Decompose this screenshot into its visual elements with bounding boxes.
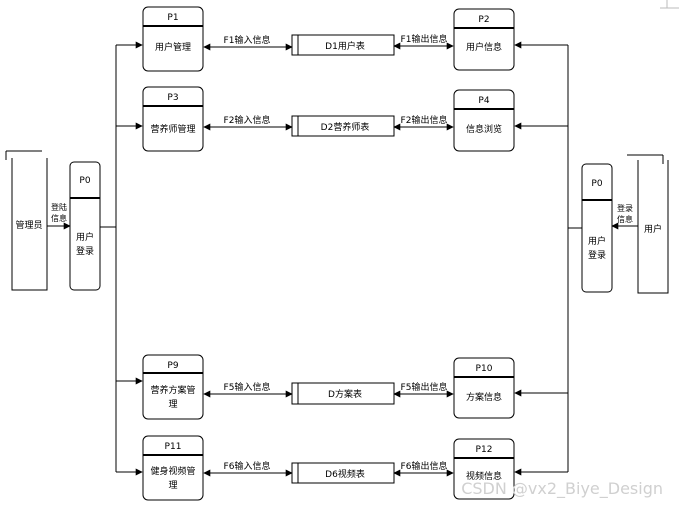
flow-f6-out-label: F6输出信息: [401, 460, 448, 472]
process-p1-label: 用户管理: [155, 41, 191, 53]
process-p12-label: 视频信息: [466, 470, 502, 482]
data-store-d2: D2营养师表: [291, 115, 395, 137]
process-p4-label: 信息浏览: [466, 123, 502, 135]
data-store-d6: D6视频表: [291, 462, 395, 484]
process-p9-id: P9: [167, 361, 178, 371]
flow-f5-out-label: F5输出信息: [401, 381, 448, 393]
data-store-d1-label: D1用户表: [325, 40, 365, 52]
flow-f2-in-label: F2输入信息: [224, 114, 271, 126]
process-p3-id: P3: [167, 93, 178, 103]
data-store-d5: D方案表: [291, 382, 395, 405]
process-p3-label: 营养师管理: [150, 123, 195, 135]
process-p2-label: 用户信息: [466, 41, 502, 53]
process-p4: P4 信息浏览: [453, 89, 515, 152]
flow-f6-in-label: F6输入信息: [224, 460, 271, 472]
process-p11-id: P11: [165, 442, 182, 452]
data-store-d2-label: D2营养师表: [321, 121, 370, 133]
process-p9: P9 营养方案管 理: [142, 354, 204, 420]
process-p0-left-id: P0: [79, 176, 90, 186]
data-store-d1: D1用户表: [291, 34, 395, 56]
right-bus: [514, 41, 582, 476]
admin-entity-label: 管理员: [15, 219, 42, 231]
process-p0-left: P0 用户 登录: [69, 161, 101, 291]
process-p12-id: P12: [476, 445, 493, 455]
process-p9-label-1: 营养方案管: [150, 384, 195, 396]
process-p0-right: P0 用户 登录: [581, 163, 613, 293]
left-bus: [100, 41, 143, 476]
process-p12: P12 视频信息: [453, 438, 515, 500]
process-p10-label: 方案信息: [466, 391, 502, 403]
process-p9-label-2: 理: [168, 399, 177, 410]
admin-entity: 管理员: [5, 150, 48, 291]
process-p10: P10 方案信息: [453, 357, 515, 419]
process-p11-label-2: 理: [168, 480, 177, 491]
admin-login-flow-label-2: 信息: [51, 213, 67, 223]
data-store-d6-label: D6视频表: [325, 468, 365, 480]
flow-f2-out-label: F2输出信息: [401, 114, 448, 126]
process-p1: P1 用户管理: [142, 6, 204, 72]
process-p11: P11 健身视频管 理: [142, 435, 204, 501]
process-p0-left-label-2: 登录: [76, 246, 94, 257]
user-entity: 用户: [627, 154, 669, 294]
process-p2-id: P2: [478, 15, 489, 25]
process-p4-id: P4: [478, 96, 489, 106]
process-p0-right-label-1: 用户: [588, 235, 606, 247]
flow-f1-in-label: F1输入信息: [224, 34, 271, 46]
process-p0-right-id: P0: [591, 179, 602, 189]
flow-f5-in-label: F5输入信息: [224, 381, 271, 393]
process-p2: P2 用户信息: [453, 8, 515, 71]
flow-f1-out-label: F1输出信息: [401, 33, 448, 45]
process-p10-id: P10: [476, 364, 493, 374]
process-p1-id: P1: [167, 13, 178, 23]
watermark-text: CSDN @vx2_Biye_Design: [461, 479, 663, 499]
process-p0-right-label-2: 登录: [588, 250, 606, 261]
process-p0-left-label-1: 用户: [76, 231, 94, 243]
process-p11-label-1: 健身视频管: [150, 465, 195, 477]
user-entity-label: 用户: [644, 223, 662, 235]
process-p3: P3 营养师管理: [142, 86, 204, 152]
data-store-d5-label: D方案表: [328, 388, 362, 400]
user-login-flow-label-2: 信息: [617, 214, 633, 224]
user-login-flow-label-1: 登录: [617, 203, 633, 213]
admin-login-flow-label-1: 登陆: [51, 202, 67, 212]
